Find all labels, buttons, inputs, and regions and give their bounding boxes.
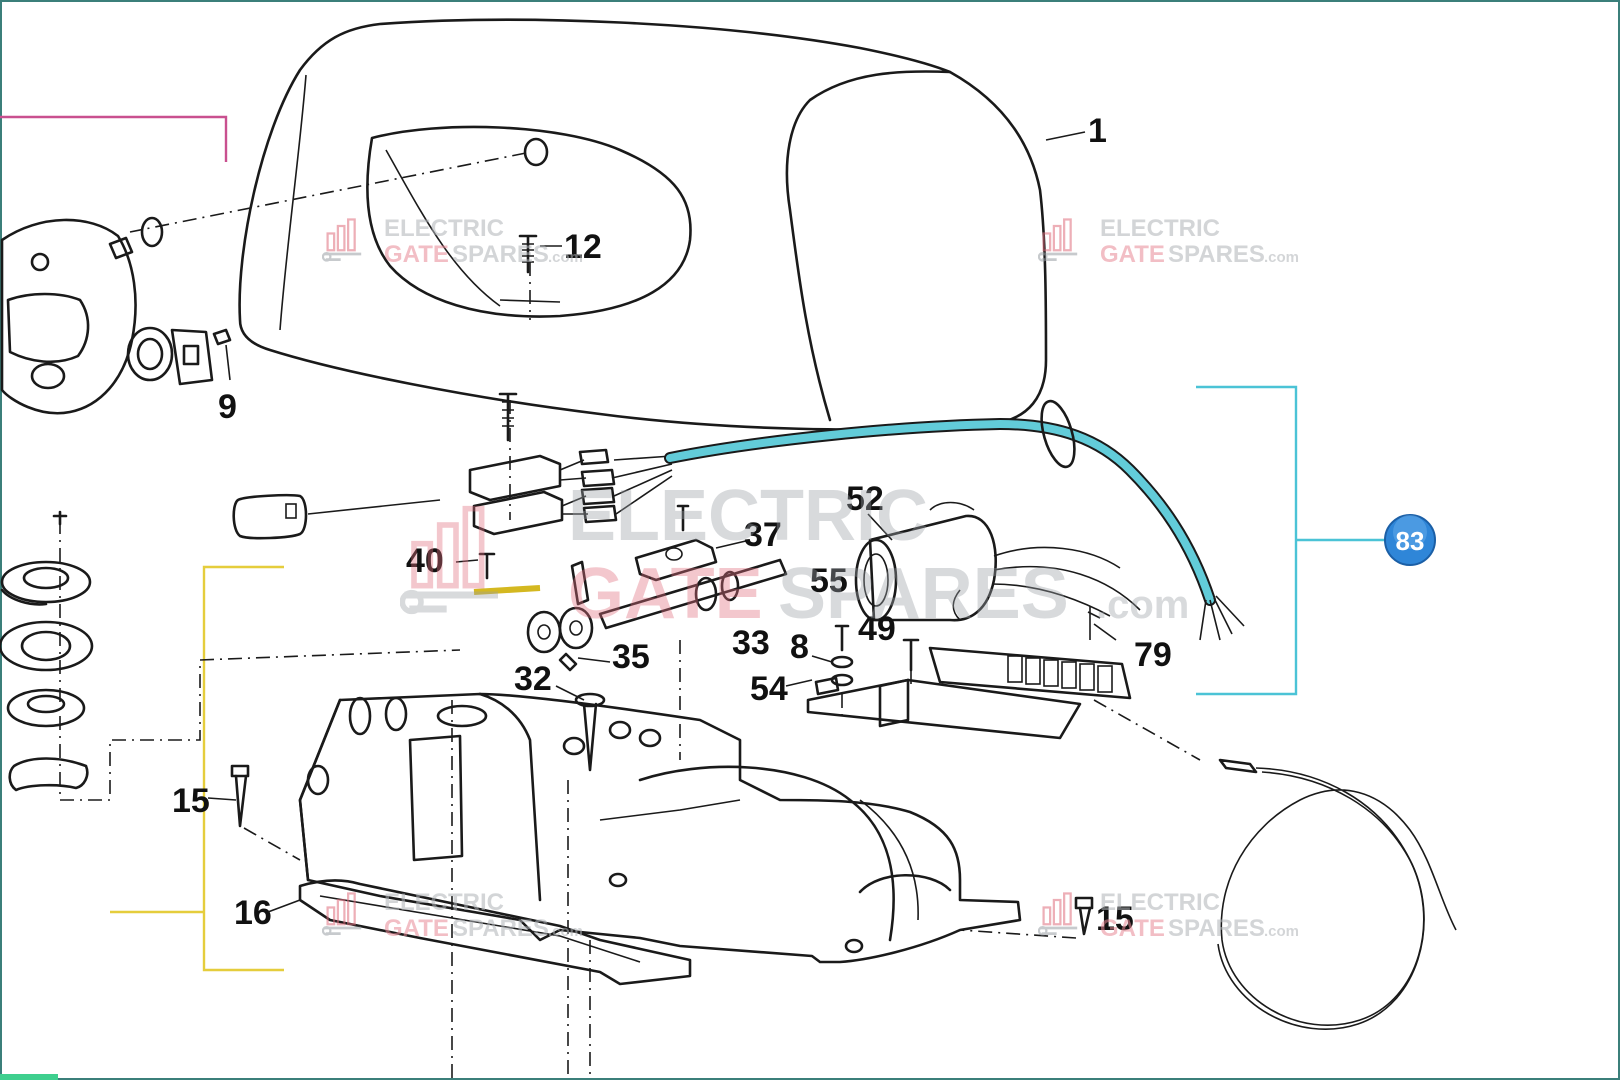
gasket-16	[298, 879, 692, 986]
corner-accent	[0, 1074, 58, 1080]
leader-79	[1093, 623, 1117, 641]
watermark-large: ELECTRIC GATE SPARES .com	[402, 476, 1189, 634]
watermark-small-3: ELECTRIC GATE SPARES .com	[322, 889, 583, 942]
drive-shaft-33	[598, 558, 788, 630]
bushing-37	[634, 504, 751, 582]
watermark-line2b: SPARES	[778, 554, 1069, 634]
leader-9	[225, 344, 231, 381]
leader-8	[811, 655, 833, 663]
callout-55[interactable]: 55	[810, 562, 848, 600]
callout-33[interactable]: 33	[732, 624, 770, 662]
watermark-suffix: .com	[548, 923, 583, 940]
washers-35	[526, 560, 611, 672]
callout-52[interactable]: 52	[846, 480, 884, 518]
callout-32[interactable]: 32	[514, 660, 552, 698]
watermark-line1: ELECTRIC	[384, 889, 504, 916]
watermark-line2b: SPARES	[452, 241, 549, 268]
group-bracket-cyan	[1196, 385, 1396, 696]
terminal-blocks	[1007, 655, 1113, 693]
watermark-line2a: GATE	[384, 241, 449, 268]
watermark-line2a: GATE	[568, 554, 763, 634]
capacitor-52	[854, 501, 1141, 622]
callout-1[interactable]: 1	[1088, 112, 1107, 150]
watermark-line2a: GATE	[1100, 915, 1165, 942]
callout-8[interactable]: 8	[790, 628, 809, 666]
pin-32	[555, 685, 606, 772]
watermark-small-2: ELECTRIC GATE SPARES .com	[1038, 215, 1299, 268]
axis-line-cover	[129, 152, 527, 233]
watermark-suffix: .com	[1264, 923, 1299, 940]
gate-spares-logo-icon	[402, 509, 498, 612]
small-fasteners	[814, 624, 920, 720]
limit-switch-block	[468, 392, 673, 536]
watermark-line2b: SPARES	[1168, 915, 1265, 942]
leader-1	[1045, 131, 1086, 141]
callout-35[interactable]: 35	[612, 638, 650, 676]
callout-9[interactable]: 9	[218, 388, 237, 426]
gate-spares-logo-icon	[322, 892, 363, 936]
axis-line-screw-15b	[959, 929, 1077, 939]
callout-15-right[interactable]: 15	[1096, 900, 1134, 938]
axis-line-screw-15a	[243, 827, 301, 861]
leader-54	[785, 679, 813, 687]
leader-16	[267, 899, 301, 913]
callout-54[interactable]: 54	[750, 670, 788, 708]
callout-15-left[interactable]: 15	[172, 782, 210, 820]
watermark-suffix: .com	[1096, 583, 1189, 627]
gate-spares-logo-icon	[322, 218, 363, 262]
terminal-board-79	[806, 606, 1201, 761]
watermark-suffix: .com	[548, 249, 583, 266]
callout-labels: 1 12 9 52 37 40 55 49 33 8 79 35 32 54 1…	[172, 112, 1172, 938]
callout-79[interactable]: 79	[1134, 636, 1172, 674]
watermark-line1: ELECTRIC	[568, 476, 928, 556]
watermark-line1: ELECTRIC	[1100, 889, 1220, 916]
watermark-line1: ELECTRIC	[384, 215, 504, 242]
callout-37[interactable]: 37	[744, 516, 782, 554]
pink-release-lock-assembly	[0, 216, 232, 415]
watermark-line2b: SPARES	[1168, 241, 1265, 268]
release-cable	[1217, 758, 1457, 1030]
watermark-line2b: SPARES	[452, 915, 549, 942]
badge-label: 83	[1396, 526, 1425, 556]
callout-16[interactable]: 16	[234, 894, 272, 932]
screw-12	[518, 234, 562, 274]
watermark-small-1: ELECTRIC GATE SPARES .com	[322, 215, 583, 268]
watermark-line2a: GATE	[1100, 241, 1165, 268]
screw-15-right	[1074, 896, 1094, 936]
gearbox-housing	[298, 692, 1022, 964]
gate-spares-logo-icon	[1038, 218, 1079, 262]
cable-harness	[664, 399, 1245, 641]
top-cover-part	[238, 18, 1048, 431]
screw-15-left	[207, 764, 250, 828]
watermark-line1: ELECTRIC	[1100, 215, 1220, 242]
callout-49[interactable]: 49	[858, 610, 896, 648]
watermark-small-4: ELECTRIC GATE SPARES .com	[1038, 889, 1299, 942]
group-bracket-pink	[0, 115, 228, 162]
group-bracket-yellow	[110, 565, 284, 972]
group-badge-83[interactable]: 83	[1384, 514, 1436, 566]
watermark-line2a: GATE	[384, 915, 449, 942]
switch-cap	[232, 493, 441, 540]
watermark-suffix: .com	[1264, 249, 1299, 266]
gate-spares-logo-icon	[1038, 892, 1079, 936]
callout-12[interactable]: 12	[564, 228, 602, 266]
bearing-stack-left	[0, 510, 461, 801]
